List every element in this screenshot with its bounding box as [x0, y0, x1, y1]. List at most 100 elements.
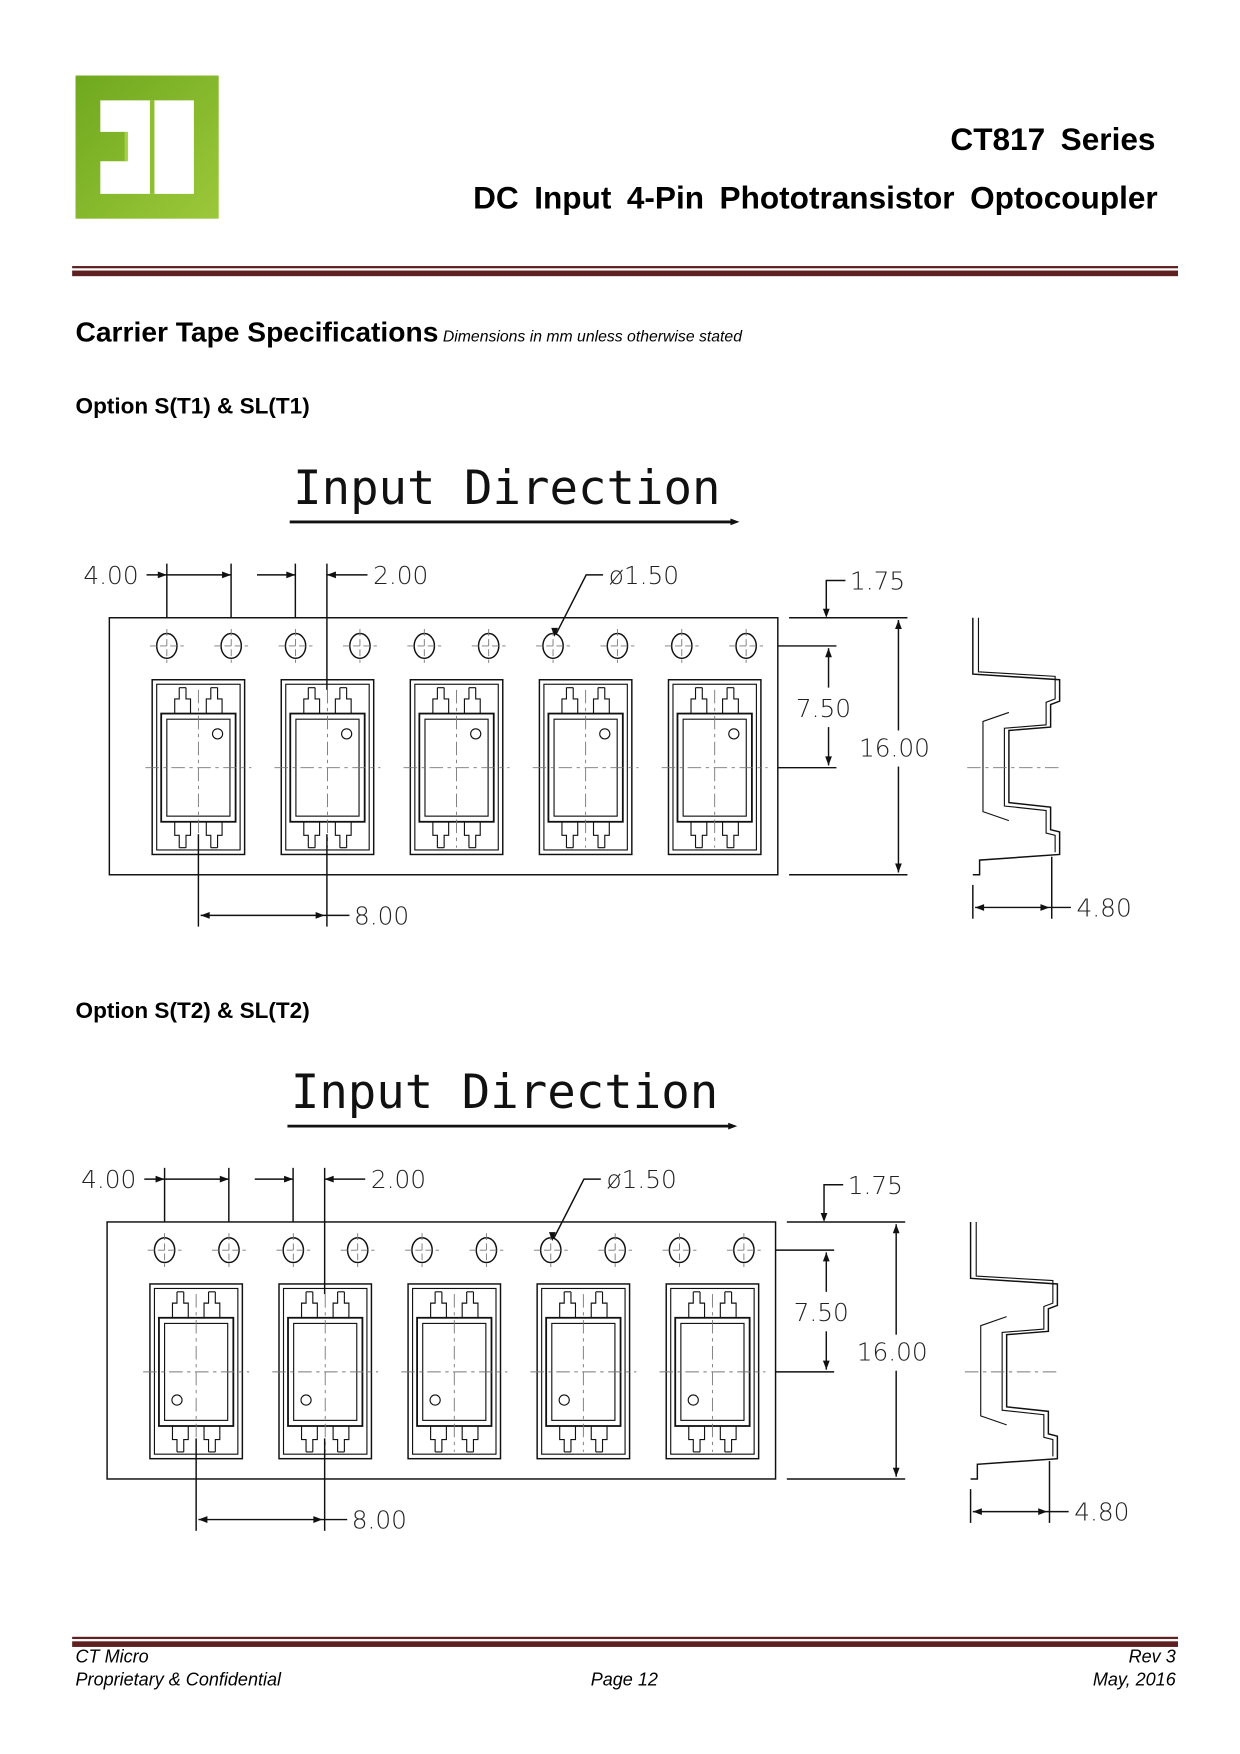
option-title-1: Option S(T1) & SL(T1): [75, 394, 310, 420]
arrowhead-icon: [551, 627, 558, 637]
section-note: Dimensions in mm unless otherwise stated: [442, 326, 742, 345]
dim-pocket-depth: 4.80: [1074, 1498, 1129, 1527]
device-pin: [461, 1425, 479, 1453]
option-title-2: Option S(T2) & SL(T2): [75, 998, 310, 1024]
header-divider: [72, 266, 1178, 269]
arrowhead-icon: [820, 1212, 828, 1222]
input-direction-label: Input Direction: [291, 1065, 718, 1120]
device-pin: [590, 1425, 608, 1453]
section-title-text: Carrier Tape Specifications: [75, 316, 439, 349]
device-pin: [174, 687, 192, 714]
tape-pocket: [274, 679, 381, 856]
arrowhead-icon: [219, 1175, 229, 1183]
device-pin: [171, 1425, 189, 1453]
arrowhead-icon: [315, 911, 325, 919]
arrowhead-icon: [822, 608, 830, 618]
footer-divider: [72, 1636, 1178, 1640]
input-direction-label: Input Direction: [293, 461, 720, 516]
device-pin: [334, 821, 352, 849]
leader-line: [825, 579, 846, 616]
device-pin: [463, 687, 481, 714]
side-profile-inner: [975, 1221, 1054, 1457]
leader-line: [823, 1184, 844, 1220]
company-logo: [75, 75, 219, 219]
tape-pocket: [661, 679, 768, 856]
dim-hole-diameter: ø1.50: [606, 1165, 676, 1194]
pocket-outline: [665, 1283, 760, 1460]
pin1-marker-icon: [300, 1394, 312, 1406]
tape-pocket: [659, 1283, 766, 1460]
pocket-outline: [409, 679, 504, 856]
arrowhead-icon: [326, 571, 336, 579]
tape-pocket: [532, 679, 639, 856]
device-pin: [688, 1425, 706, 1453]
carrier-tape-diagram-2: Input Direction 4.00 2.00 ø1.50 1.75 7.50 16.0…: [81, 1065, 1129, 1534]
pin1-marker-icon: [340, 728, 353, 740]
device-pin: [303, 687, 321, 714]
pin1-marker-icon: [728, 728, 740, 740]
direction-arrow-icon: [730, 518, 740, 526]
dim-hole-pitch: 4.00: [83, 561, 138, 590]
footer-revision: Rev 3: [1128, 1648, 1176, 1668]
device-pin: [722, 821, 739, 849]
arrowhead-icon: [1040, 904, 1050, 911]
device-pin: [205, 821, 223, 849]
pocket-wall: [672, 683, 757, 851]
device-pin: [722, 687, 739, 714]
leader-line: [555, 574, 604, 635]
device-pin: [430, 1425, 447, 1453]
arrowhead-icon: [822, 1252, 830, 1262]
arrowhead-icon: [895, 619, 902, 630]
pin1-marker-icon: [599, 728, 611, 740]
device-pin: [561, 821, 579, 849]
carrier-tape-outline: [108, 617, 779, 876]
device-pin: [559, 1291, 577, 1318]
device-pin: [171, 1291, 189, 1318]
pin1-marker-icon: [429, 1394, 441, 1406]
series-title: CT817 Series: [950, 121, 1156, 157]
device-pin: [303, 821, 321, 849]
footer-page-number: Page 12: [590, 1670, 658, 1690]
logo-mark-icon: [100, 100, 194, 194]
arrowhead-icon: [825, 648, 832, 658]
device-pin: [690, 821, 708, 849]
device-pin: [561, 687, 579, 714]
device-pin: [559, 1425, 577, 1453]
arrowhead-icon: [284, 1175, 294, 1183]
pin1-marker-icon: [558, 1394, 570, 1406]
device-pin: [300, 1425, 318, 1453]
dim-pocket-offset: 2.00: [371, 1165, 426, 1194]
arrowhead-icon: [895, 863, 902, 873]
tape-side-view: [967, 617, 1061, 876]
pin1-marker-icon: [470, 728, 482, 740]
dim-pocket-depth: 4.80: [1077, 893, 1132, 922]
footer-date: May, 2016: [1092, 1670, 1176, 1690]
arrowhead-icon: [200, 911, 210, 919]
dim-edge-distance: 1.75: [850, 567, 905, 596]
pocket-outline: [667, 679, 762, 856]
arrowhead-icon: [972, 1508, 982, 1516]
tape-pocket: [145, 679, 252, 856]
dim-hole-pitch: 4.00: [81, 1165, 136, 1194]
arrowhead-icon: [313, 1516, 323, 1523]
device-pin: [592, 821, 610, 849]
dim-center-distance: 7.50: [794, 1298, 849, 1327]
pocket-wall: [541, 1287, 626, 1455]
arrowhead-icon: [222, 571, 232, 579]
device-pin: [719, 1291, 737, 1318]
dim-tape-width: 16.00: [859, 733, 930, 762]
dim-edge-distance: 1.75: [848, 1171, 903, 1200]
arrowhead-icon: [892, 1224, 900, 1234]
side-profile: [972, 617, 1061, 876]
dim-pocket-pitch: 8.00: [352, 1506, 407, 1535]
direction-arrow-icon: [728, 1122, 738, 1130]
dim-tape-width: 16.00: [857, 1338, 928, 1367]
tape-pocket: [401, 1283, 508, 1460]
pocket-wall: [543, 683, 628, 851]
pocket-wall: [414, 683, 499, 851]
device-pin: [174, 821, 192, 849]
